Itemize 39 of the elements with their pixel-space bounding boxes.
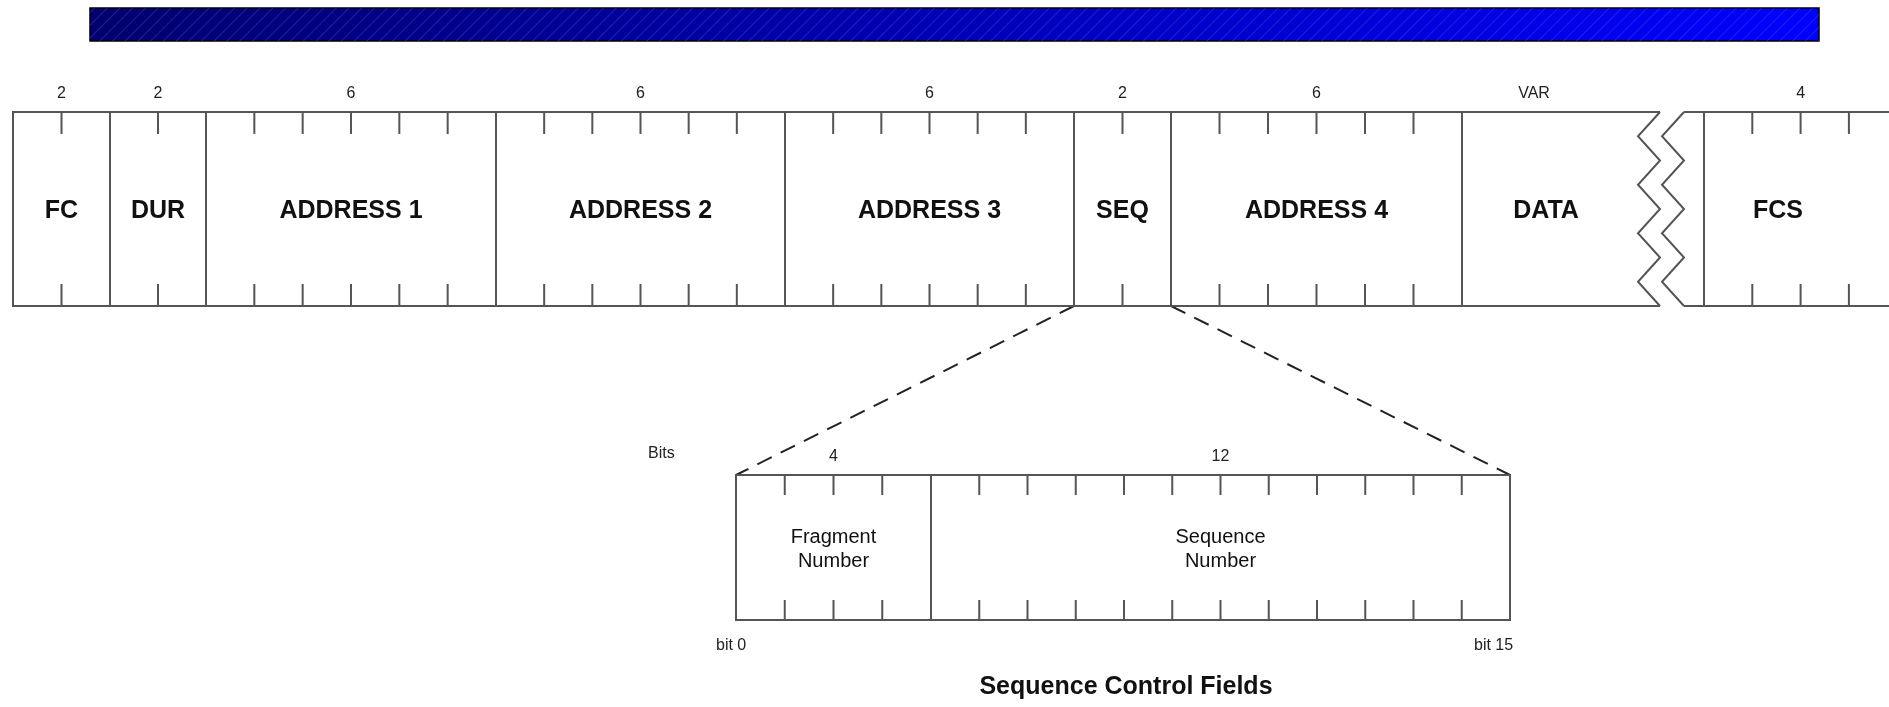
field-name: ADDRESS 1 <box>279 194 423 224</box>
field-name: ADDRESS 3 <box>857 194 1002 224</box>
field-name: FCS <box>1753 194 1803 224</box>
field-name: SEQ <box>1096 194 1149 224</box>
field-size: 2 <box>153 84 163 102</box>
frame-field <box>110 112 206 306</box>
field-name: DUR <box>130 194 186 224</box>
field-name: Fragment Number <box>789 523 878 572</box>
field-name: FC <box>44 194 79 224</box>
field-size: 6 <box>636 84 645 102</box>
field-size: 2 <box>57 84 66 102</box>
field-name: ADDRESS 2 <box>568 194 713 224</box>
field-size: 6 <box>1312 84 1321 102</box>
figure-caption: Sequence Control Fields <box>979 671 1273 700</box>
field-name: Sequence Number <box>1174 523 1267 572</box>
frame-field <box>931 475 1510 620</box>
frame-field <box>1662 112 1889 306</box>
field-size: 4 <box>1796 84 1806 102</box>
frame-field <box>13 112 110 306</box>
field-name: DATA <box>1513 194 1579 224</box>
field-size: 2 <box>1118 84 1127 102</box>
frame-field <box>496 112 785 306</box>
frame-field <box>206 112 496 306</box>
frame-field <box>785 112 1074 306</box>
axis-label: Bits <box>648 444 675 462</box>
field-size: 6 <box>346 84 356 102</box>
field-size: 4 <box>829 447 838 465</box>
bit-index: bit 0 <box>716 636 747 654</box>
field-size: 6 <box>925 84 934 102</box>
frame-field <box>1171 112 1462 306</box>
field-size: 12 <box>1211 447 1230 465</box>
expansion-line <box>1170 305 1511 476</box>
bit-index: bit 15 <box>1474 636 1514 654</box>
field-name: ADDRESS 4 <box>1244 194 1389 224</box>
field-size: VAR <box>1518 84 1550 102</box>
frame-field <box>1462 112 1662 306</box>
frame-field <box>1074 112 1171 306</box>
expansion-line <box>735 305 1075 476</box>
frame-field <box>736 475 931 620</box>
